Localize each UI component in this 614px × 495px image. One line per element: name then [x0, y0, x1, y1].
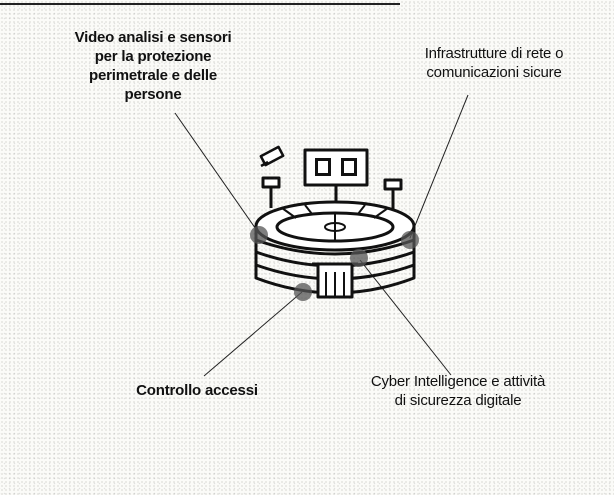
connector-lines: [174, 94, 469, 377]
label-infra-line-2: comunicazioni sicure: [426, 64, 562, 81]
label-network-infrastructure: Infrastrutture di rete o comunicazioni s…: [394, 44, 594, 82]
connector-cyber: [359, 259, 452, 376]
label-cyber-intelligence: Cyber Intelligence e attività di sicurez…: [348, 372, 568, 410]
top-rule: [0, 3, 400, 5]
stadium-icon: [254, 145, 416, 299]
sensor-infra: [401, 231, 419, 249]
sensor-markers: [250, 226, 419, 301]
label-video-line-1: Video analisi e sensori: [74, 29, 232, 46]
sensor-video: [250, 226, 268, 244]
connector-video: [174, 112, 259, 233]
connector-infra: [409, 94, 469, 239]
label-video-analysis: Video analisi e sensori per la protezion…: [50, 28, 256, 104]
label-cyber-line-1: Cyber Intelligence e attività: [370, 373, 546, 390]
sensor-cyber: [350, 249, 368, 267]
connector-access: [203, 291, 303, 377]
label-cyber-line-2: di sicurezza digitale: [394, 392, 522, 409]
camera-icon: [259, 145, 285, 168]
label-access-control: Controllo accessi: [112, 381, 282, 400]
label-video-line-4: persone: [124, 86, 182, 103]
label-video-line-2: per la protezione: [94, 48, 212, 65]
label-video-line-3: perimetrale e delle: [89, 67, 217, 84]
label-access-line-1: Controllo accessi: [136, 382, 258, 399]
label-infra-line-1: Infrastrutture di rete o: [424, 45, 564, 62]
sensor-access: [294, 283, 312, 301]
